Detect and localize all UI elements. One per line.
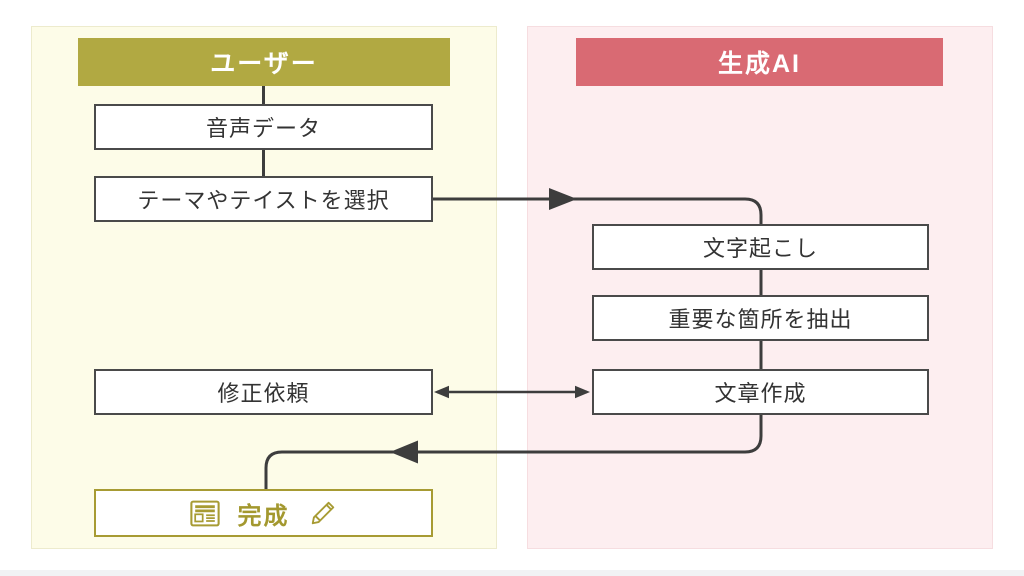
node-select-theme-label: テーマやテイストを選択	[137, 188, 390, 213]
node-revision-request: 修正依頼	[94, 369, 433, 415]
arrowhead-double-right	[575, 385, 590, 399]
lane-header-ai: 生成AI	[576, 38, 943, 86]
arrowhead-into-ai-lane	[549, 188, 577, 210]
newspaper-icon	[189, 500, 220, 527]
lane-header-ai-label: 生成AI	[717, 50, 801, 78]
lane-header-user: ユーザー	[78, 38, 450, 86]
node-text-creation-label: 文章作成	[714, 381, 807, 406]
node-transcription-label: 文字起こし	[702, 236, 818, 261]
node-text-creation: 文章作成	[592, 369, 929, 415]
node-select-theme: テーマやテイストを選択	[94, 176, 433, 222]
node-complete: 完成	[94, 489, 433, 537]
node-extract-key-points-label: 重要な箇所を抽出	[668, 307, 853, 332]
lane-header-user-label: ユーザー	[210, 50, 318, 78]
node-revision-request-label: 修正依頼	[217, 381, 310, 406]
node-transcription: 文字起こし	[592, 224, 929, 270]
arrowhead-double-left	[434, 385, 449, 399]
node-audio-data-label: 音声データ	[205, 116, 321, 141]
pencil-icon	[308, 499, 338, 527]
connector-theme-to-transcribe	[433, 197, 763, 224]
node-extract-key-points: 重要な箇所を抽出	[592, 295, 929, 341]
connector-compose-to-done	[264, 415, 763, 489]
arrowhead-into-user-lane	[390, 440, 418, 464]
node-audio-data: 音声データ	[94, 104, 433, 150]
bottom-edge-strip	[0, 570, 1024, 576]
node-complete-label: 完成	[237, 502, 290, 530]
